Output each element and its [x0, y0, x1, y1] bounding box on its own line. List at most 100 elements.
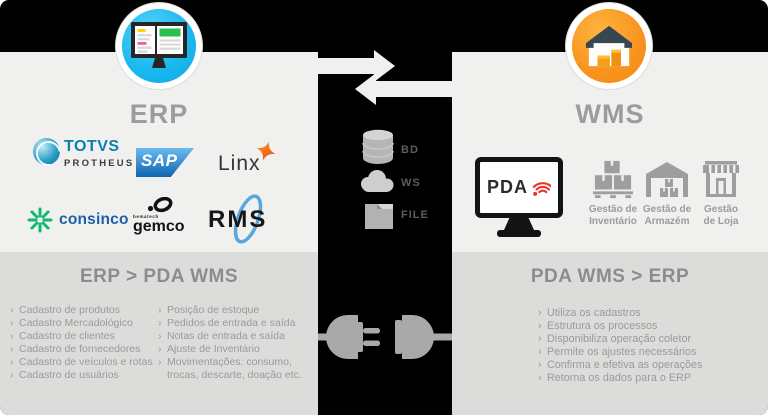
ws-label: WS [401, 177, 421, 189]
logo-gemco: bematech gemco [133, 197, 185, 235]
feature-inventory-line1: Gestão de [588, 204, 638, 215]
list-item-text: Estrutura os processos [547, 320, 658, 332]
bullet-icon: › [10, 329, 14, 342]
feature-store: Gestão de Loja [695, 159, 747, 227]
rms-swoosh-icon [233, 194, 263, 244]
linx-spark-icon [256, 141, 276, 161]
sap-name: SAP [141, 151, 178, 170]
list-item-text: Cadastro de fornecedores [19, 342, 141, 355]
gemco-bematech-label: bematech [133, 214, 159, 219]
gemco-name: gemco [133, 218, 185, 235]
file-icon [365, 204, 393, 229]
logo-rms: RMS [208, 194, 284, 244]
database-icon [362, 129, 394, 164]
erp-to-wms-heading: ERP > PDA WMS [80, 266, 238, 287]
bullet-icon: › [158, 355, 162, 368]
bullet-icon: › [538, 346, 542, 358]
erp-to-wms-panel [0, 252, 318, 415]
bullet-icon: › [538, 372, 542, 384]
feature-warehouse-line1: Gestão de [642, 204, 692, 215]
list-item-text: Cadastro de clientes [19, 329, 115, 342]
bullet-icon: › [538, 333, 542, 345]
list-item-text: Cadastro de produtos [19, 304, 120, 316]
bullet-icon: › [158, 329, 162, 342]
bd-label: BD [401, 144, 419, 156]
list-item-text: Notas de entrada e saída [167, 329, 285, 342]
pda-monitor-base [497, 230, 541, 237]
list-item: › Cadastro de usuários [10, 369, 158, 382]
feature-inventory: Gestão de Inventário [587, 159, 639, 227]
erp-monitor-icon [122, 9, 196, 83]
wms-badge [565, 2, 653, 90]
rms-name: RMS [208, 206, 268, 233]
erp-to-wms-list: › Cadastro de produtos › Cadastro Mercad… [10, 304, 310, 381]
arrow-right-icon [318, 58, 374, 74]
arrow-right-head-icon [374, 50, 395, 82]
warehouse-icon [646, 162, 688, 197]
list-item-text: Permite os ajustes necessários [547, 346, 697, 358]
logo-totvs: TOTVS PROTHEUS [33, 138, 134, 169]
pda-monitor: PDA [475, 157, 563, 218]
list-item: › Cadastro Mercadológico [10, 317, 158, 330]
list-item-text: Pedidos de entrada e saída [167, 316, 296, 329]
store-icon [703, 161, 739, 197]
wms-title: WMS [575, 99, 645, 129]
totvs-protheus-label: PROTHEUS [64, 158, 135, 169]
bullet-icon: › [158, 316, 162, 329]
wms-to-erp-list: › Utiliza os cadastros › Estrutura os pr… [538, 307, 748, 385]
feature-inventory-line2: Inventário [589, 215, 637, 227]
bullet-icon: › [10, 368, 14, 381]
feature-warehouse-line2: Armazém [644, 215, 690, 227]
list-item: › Cadastro de produtos [10, 304, 158, 317]
list-item: › Cadastro de fornecedores [10, 343, 158, 356]
bullet-icon: › [10, 304, 14, 316]
list-item-text: Confirma e efetiva as operações [547, 359, 703, 371]
list-item-text: Cadastro Mercadológico [19, 316, 133, 329]
consinco-star-icon [27, 207, 53, 233]
list-item: › Utiliza os cadastros [538, 307, 748, 320]
plug-connector-icon [318, 315, 452, 359]
bullet-icon: › [538, 359, 542, 371]
consinco-name: consinco [59, 211, 129, 228]
list-item-text: Movimentações: consumo, trocas, descarte… [167, 355, 302, 381]
pda-monitor-stand [504, 218, 534, 230]
list-item: › Pedidos de entrada e saída [158, 317, 310, 330]
logo-linx: Linx [218, 141, 276, 176]
erp-badge [115, 2, 203, 90]
list-item: › Permite os ajustes necessários [538, 346, 748, 359]
wms-warehouse-icon [572, 9, 646, 83]
wms-to-erp-heading: PDA WMS > ERP [530, 266, 690, 287]
pda-label: PDA [486, 177, 528, 197]
list-item: › Retorna os dados para o ERP [538, 372, 748, 385]
list-item-text: Disponibiliza operação coletor [547, 333, 692, 345]
totvs-sphere-icon [33, 138, 60, 165]
wifi-icon [532, 181, 551, 196]
list-item: › Notas de entrada e saída [158, 330, 310, 343]
list-item: › Cadastro de clientes [10, 330, 158, 343]
list-item: › Confirma e efetiva as operações [538, 359, 748, 372]
bullet-icon: › [10, 316, 14, 329]
arrow-left-icon [376, 81, 452, 97]
list-item-text: Retorna os dados para o ERP [547, 372, 692, 384]
logo-consinco: consinco [27, 207, 129, 233]
feature-warehouse: Gestão de Armazém [641, 159, 693, 227]
list-item: › Movimentações: consumo, trocas, descar… [158, 356, 310, 382]
wms-features: Gestão de Inventário Gestão de [587, 159, 747, 227]
arrow-left-head-icon [355, 73, 376, 105]
list-item-text: Utiliza os cadastros [547, 307, 641, 319]
file-label: FILE [401, 209, 429, 221]
list-item: › Posição de estoque [158, 304, 310, 317]
list-item: › Estrutura os processos [538, 320, 748, 333]
list-item: › Ajuste de Inventário [158, 343, 310, 356]
gemco-ellipse-icon [147, 197, 173, 213]
totvs-name: TOTVS [64, 138, 120, 155]
list-item-text: Posição de estoque [167, 304, 260, 316]
list-item-text: Cadastro de veículos e rotas [19, 355, 153, 368]
bullet-icon: › [10, 355, 14, 368]
list-item-text: Ajuste de Inventário [167, 342, 260, 355]
bullet-icon: › [158, 342, 162, 355]
bullet-icon: › [538, 307, 542, 319]
cloud-icon [361, 170, 394, 192]
bullet-icon: › [10, 342, 14, 355]
